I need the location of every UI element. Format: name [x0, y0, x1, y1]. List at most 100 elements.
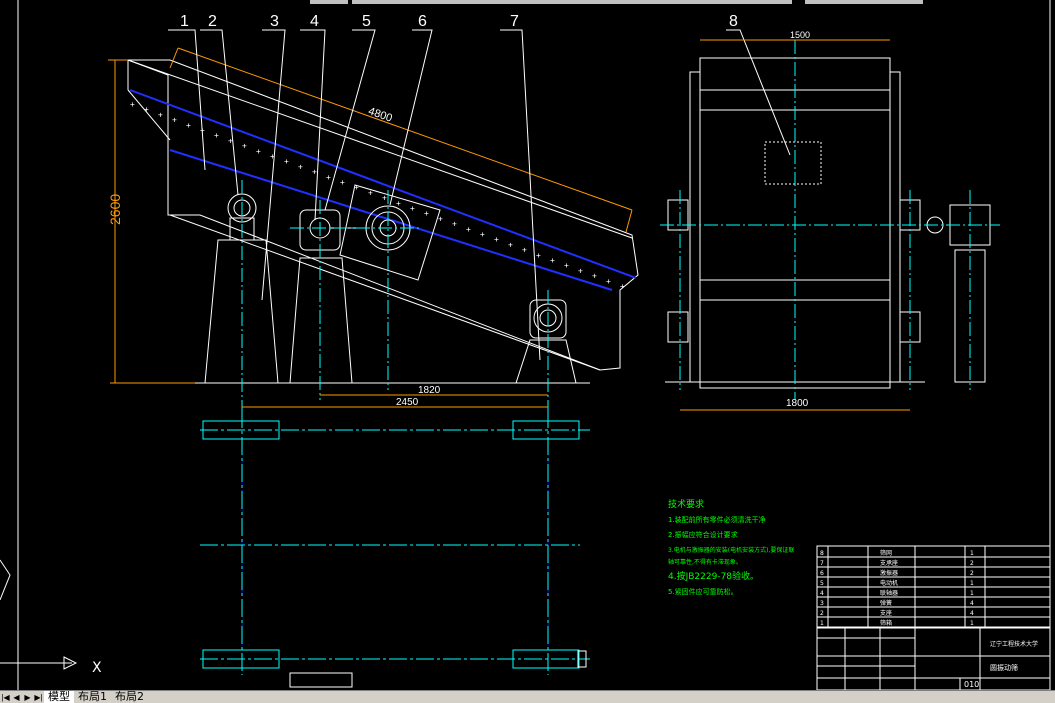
deck-mark: +: [298, 162, 303, 171]
title-drawing-no: 010: [964, 680, 979, 689]
deck-mark: +: [438, 214, 443, 223]
part-number-2: 2: [208, 13, 217, 30]
parts-row-name: 电动机: [880, 579, 898, 587]
dim-top-width: 1500: [790, 30, 810, 40]
screen-deck-lines: [129, 89, 637, 291]
prev-tab-button[interactable]: ◀: [13, 692, 20, 702]
front-centerlines: [241, 180, 549, 410]
deck-mark: +: [354, 183, 359, 192]
top-scrollbar-right[interactable]: [805, 0, 923, 4]
first-tab-button[interactable]: |◀: [1, 692, 10, 702]
deck-mark: +: [242, 142, 247, 151]
parts-row-name: 支座: [880, 609, 892, 617]
tech-req-line-2: 2.振幅应符合设计要求: [668, 530, 738, 539]
parts-row-no: 7: [820, 560, 824, 567]
deck-mark: +: [466, 225, 471, 234]
side-dimensions: [680, 39, 910, 411]
ucs-icon: [0, 559, 78, 670]
deck-marks: ++++++++++++++++++++++++++++++++++++: [130, 100, 625, 291]
deck-mark: +: [382, 194, 387, 203]
tech-req-line-3: 3.电机与激振器的安装(电机安装方式),要保证联: [668, 546, 794, 554]
parts-row-qty: 1: [970, 590, 974, 597]
parts-row-name: 筛箱: [880, 619, 892, 627]
tech-req-line-5: 4.按JB2229-78验收。: [668, 570, 759, 582]
deck-mark: +: [424, 209, 429, 218]
deck-mark: +: [130, 100, 135, 109]
tab-model[interactable]: 模型: [44, 691, 74, 703]
leader-lines: [168, 29, 791, 361]
part-number-3: 3: [270, 13, 279, 30]
title-school: 辽宁工程技术大学: [990, 640, 1038, 648]
technical-requirements: 技术要求 1.装配前所有零件必须清洗干净 2.振幅应符合设计要求 3.电机与激振…: [668, 498, 794, 596]
deck-mark: +: [578, 266, 583, 275]
parts-row-qty: 4: [970, 610, 974, 617]
last-tab-button[interactable]: ▶|: [34, 692, 43, 702]
side-centerlines: [660, 40, 1000, 400]
parts-row-no: 1: [820, 620, 824, 627]
next-tab-button[interactable]: ▶: [24, 692, 31, 702]
deck-mark: +: [550, 256, 555, 265]
tech-req-line-6: 5.紧固件应可靠防松。: [668, 587, 738, 596]
spring-supports: [110, 209, 590, 384]
parts-row-qty: 2: [970, 570, 974, 577]
deck-mark: +: [508, 240, 513, 249]
deck-mark: +: [522, 246, 527, 255]
part-number-1: 1: [180, 13, 189, 30]
deck-mark: +: [326, 173, 331, 182]
parts-row-name: 筛网: [880, 549, 892, 557]
deck-mark: +: [620, 282, 625, 291]
parts-row-name: 联轴器: [880, 589, 898, 597]
part-number-7: 7: [510, 13, 519, 30]
parts-row-no: 2: [820, 610, 824, 617]
parts-row-no: 8: [820, 550, 824, 557]
deck-mark: +: [186, 121, 191, 130]
part-number-5: 5: [362, 13, 371, 30]
parts-row-qty: 1: [970, 550, 974, 557]
part-number-6: 6: [418, 13, 427, 30]
parts-row-qty: 1: [970, 580, 974, 587]
title-block: [816, 545, 1051, 690]
ucs-x-label: X: [92, 660, 102, 676]
deck-mark: +: [536, 251, 541, 260]
parts-row-no: 5: [820, 580, 824, 587]
dim-height: 2600: [107, 194, 123, 225]
deck-mark: +: [606, 277, 611, 286]
deck-mark: +: [312, 168, 317, 177]
deck-mark: +: [410, 204, 415, 213]
tab-layout2[interactable]: 布局2: [115, 690, 144, 703]
deck-mark: +: [494, 235, 499, 244]
parts-row-qty: 4: [970, 600, 974, 607]
deck-mark: +: [256, 147, 261, 156]
screen-mesh-hatch: [764, 141, 822, 185]
deck-mark: +: [172, 116, 177, 125]
deck-mark: +: [214, 131, 219, 140]
deck-mark: +: [396, 199, 401, 208]
deck-mark: +: [144, 105, 149, 114]
parts-row-name: 弹簧: [880, 599, 892, 607]
deck-mark: +: [480, 230, 485, 239]
parts-row-name: 支承座: [880, 559, 898, 567]
deck-mark: +: [368, 188, 373, 197]
dim-base-span-2: 2450: [396, 397, 419, 408]
parts-row-name: 激振器: [880, 569, 898, 577]
side-view-outline: [665, 57, 991, 389]
screen-box-outline: [127, 59, 639, 371]
dim-screen-length: 4800: [367, 105, 394, 124]
plan-view: [200, 410, 590, 688]
tech-req-line-1: 1.装配前所有零件必须清洗干净: [668, 515, 766, 524]
tech-req-title: 技术要求: [668, 498, 704, 510]
deck-mark: +: [592, 272, 597, 281]
deck-mark: +: [284, 157, 289, 166]
deck-mark: +: [270, 152, 275, 161]
deck-mark: +: [564, 261, 569, 270]
tab-layout1[interactable]: 布局1: [78, 690, 107, 703]
top-scrollbar-left[interactable]: [310, 0, 348, 4]
parts-row-no: 6: [820, 570, 824, 577]
dim-overall-width: 1800: [786, 398, 809, 409]
part-number-8: 8: [729, 13, 738, 30]
part-number-labels: 1 2 3 4 5 6 7 8: [180, 13, 738, 30]
top-scrollbar-mid[interactable]: [352, 0, 792, 4]
